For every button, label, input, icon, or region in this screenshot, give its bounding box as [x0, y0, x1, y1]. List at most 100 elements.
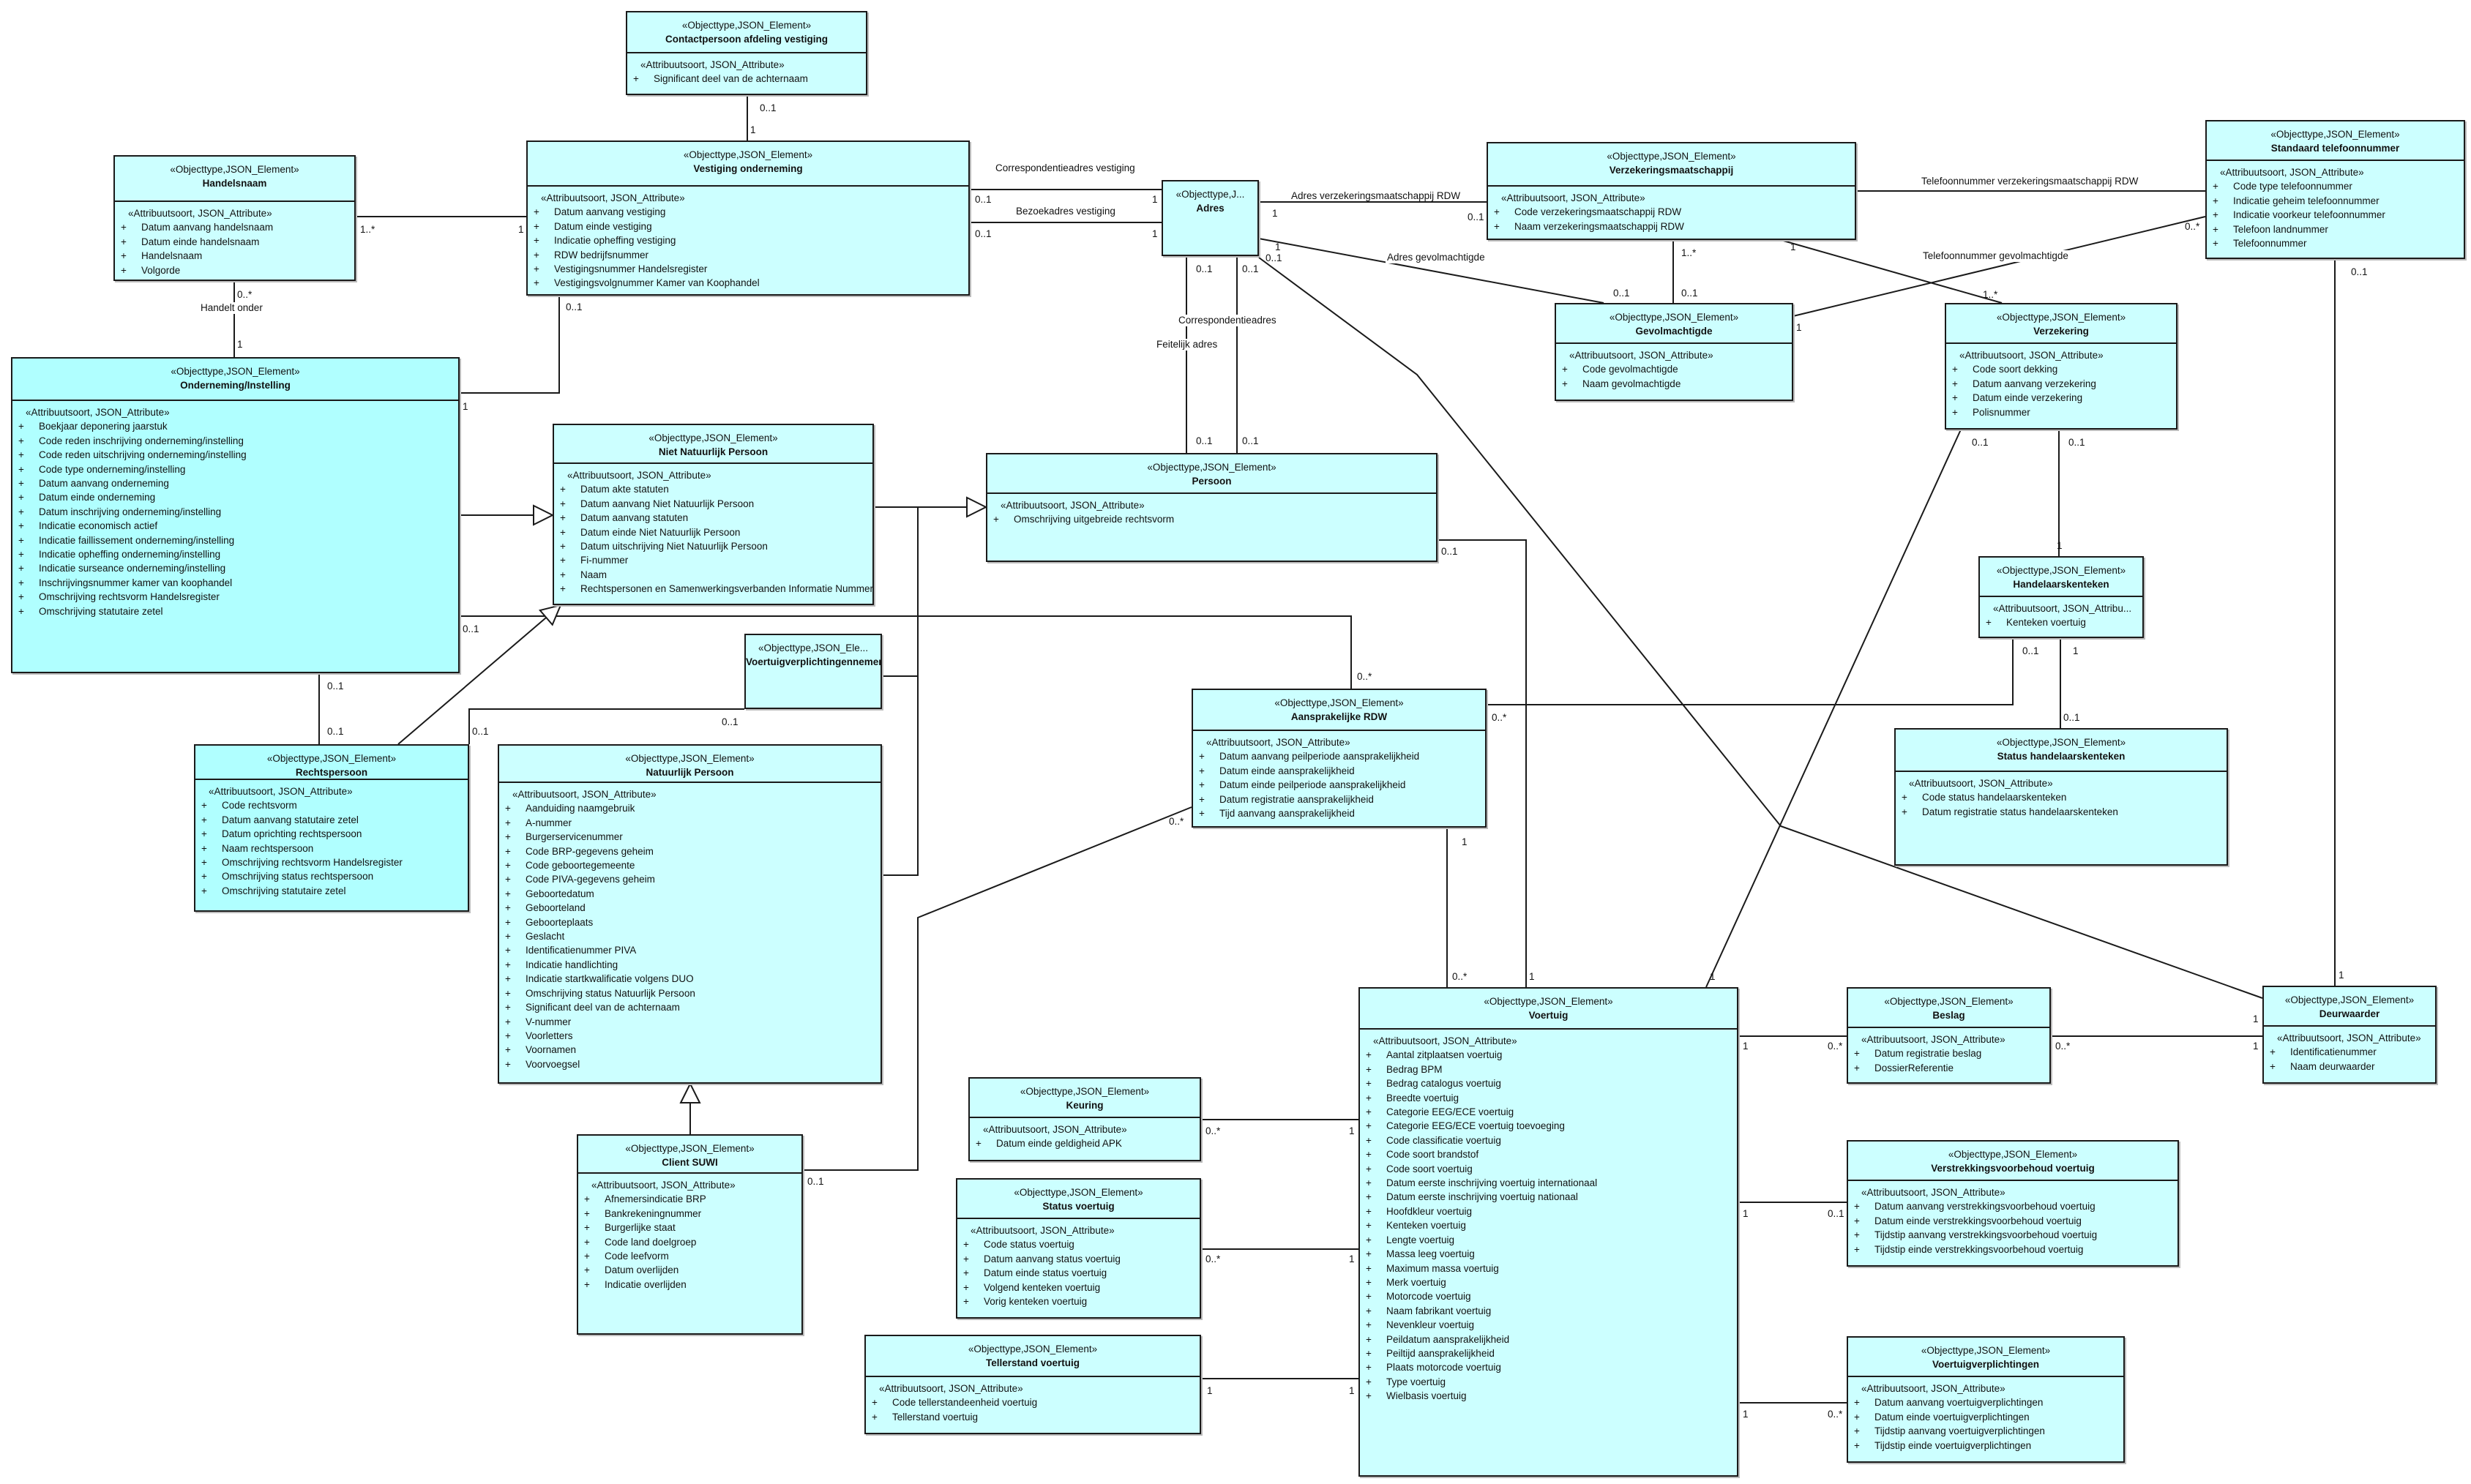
class-niet-natuurlijk-persoon[interactable]: «Objecttype,JSON_Element»Niet Natuurlijk… — [553, 424, 874, 605]
class-contactpersoon-afdeling-vestiging[interactable]: «Objecttype,JSON_Element»Contactpersoon … — [626, 11, 867, 95]
attribute-row[interactable]: +Bedrag catalogus voertuig — [1364, 1076, 1732, 1090]
attribute-row[interactable]: +Datum einde handelsnaam — [119, 235, 350, 249]
attribute-row[interactable]: +Datum aanvang Niet Natuurlijk Persoon — [558, 497, 868, 511]
attribute-row[interactable]: +Code type telefoonnummer — [2211, 179, 2459, 193]
class-natuurlijk-persoon[interactable]: «Objecttype,JSON_Element»Natuurlijk Pers… — [498, 744, 882, 1084]
attribute-row[interactable]: +Datum aanvang statutaire zetel — [200, 813, 463, 827]
class-voertuigverplichtingennemer[interactable]: «Objecttype,JSON_Ele...Voertuigverplicht… — [744, 634, 882, 709]
class-persoon[interactable]: «Objecttype,JSON_Element»Persoon«Attribu… — [986, 453, 1438, 562]
attribute-row[interactable]: +V-nummer — [504, 1015, 876, 1029]
association-line[interactable] — [1258, 238, 1604, 304]
attribute-row[interactable]: +Fi-nummer — [558, 553, 868, 567]
attribute-row[interactable]: +Volgend kenteken voertuig — [962, 1281, 1195, 1294]
attribute-row[interactable]: +Inschrijvingsnummer kamer van koophande… — [17, 576, 454, 590]
attribute-row[interactable]: +Naam rechtspersoon — [200, 842, 463, 855]
attribute-row[interactable]: +Code soort brandstof — [1364, 1147, 1732, 1161]
attribute-row[interactable]: +Datum overlijden — [583, 1263, 797, 1277]
attribute-row[interactable]: +Peiltijd aansprakelijkheid — [1364, 1346, 1732, 1360]
attribute-row[interactable]: +Tijdstip einde voertuigverplichtingen — [1853, 1439, 2119, 1453]
attribute-row[interactable]: +Datum inschrijving onderneming/instelli… — [17, 505, 454, 519]
attribute-row[interactable]: +Datum aanvang verzekering — [1951, 377, 2172, 391]
attribute-row[interactable]: +Indicatie overlijden — [583, 1278, 797, 1292]
attribute-row[interactable]: +Aantal zitplaatsen voertuig — [1364, 1048, 1732, 1062]
class-vestiging-onderneming[interactable]: «Objecttype,JSON_Element»Vestiging onder… — [526, 140, 970, 296]
attribute-row[interactable]: +Handelsnaam — [119, 249, 350, 263]
attribute-row[interactable]: +Indicatie opheffing onderneming/instell… — [17, 547, 454, 561]
class-deurwaarder[interactable]: «Objecttype,JSON_Element»Deurwaarder«Att… — [2262, 986, 2437, 1084]
attribute-row[interactable]: +Datum aanvang verstrekkingsvoorbehoud v… — [1853, 1199, 2173, 1213]
attribute-row[interactable]: +Vorig kenteken voertuig — [962, 1294, 1195, 1308]
attribute-row[interactable]: +Datum einde Niet Natuurlijk Persoon — [558, 525, 868, 539]
class-keuring[interactable]: «Objecttype,JSON_Element»Keuring«Attribu… — [968, 1077, 1201, 1161]
attribute-row[interactable]: +Type voertuig — [1364, 1375, 1732, 1389]
attribute-row[interactable]: +Aanduiding naamgebruik — [504, 801, 876, 815]
attribute-row[interactable]: +Datum einde peilperiode aansprakelijkhe… — [1197, 778, 1481, 792]
association-line[interactable] — [882, 507, 919, 876]
attribute-row[interactable]: +Indicatie surseance onderneming/instell… — [17, 561, 454, 575]
attribute-row[interactable]: +Omschrijving statutaire zetel — [17, 604, 454, 618]
attribute-row[interactable]: +Motorcode voertuig — [1364, 1289, 1732, 1303]
class-rechtspersoon[interactable]: «Objecttype,JSON_Element»Rechtspersoon«A… — [194, 744, 469, 912]
attribute-row[interactable]: +Code type onderneming/instelling — [17, 462, 454, 476]
attribute-row[interactable]: +Boekjaar deponering jaarstuk — [17, 419, 454, 433]
attribute-row[interactable]: +Datum uitschrijving Niet Natuurlijk Per… — [558, 539, 868, 553]
attribute-row[interactable]: +Afnemersindicatie BRP — [583, 1192, 797, 1206]
class-adres[interactable]: «Objecttype,J...Adres — [1162, 180, 1259, 256]
attribute-row[interactable]: +Code rechtsvorm — [200, 798, 463, 812]
class-voertuigverplichtingen[interactable]: «Objecttype,JSON_Element»Voertuigverplic… — [1847, 1336, 2125, 1463]
attribute-row[interactable]: +Code tellerstandeenheid voertuig — [870, 1395, 1195, 1409]
attribute-row[interactable]: +Maximum massa voertuig — [1364, 1262, 1732, 1275]
attribute-row[interactable]: +Datum einde verzekering — [1951, 391, 2172, 405]
association-line[interactable] — [803, 806, 1192, 1171]
attribute-row[interactable]: +Merk voertuig — [1364, 1275, 1732, 1289]
attribute-row[interactable]: +Datum aanvang handelsnaam — [119, 220, 350, 234]
attribute-row[interactable]: +Vestigingsnummer Handelsregister — [532, 262, 964, 276]
attribute-row[interactable]: +Datum registratie aansprakelijkheid — [1197, 792, 1481, 806]
attribute-row[interactable]: +Datum aanvang status voertuig — [962, 1252, 1195, 1266]
attribute-row[interactable]: +Tijdstip einde verstrekkingsvoorbehoud … — [1853, 1243, 2173, 1256]
attribute-row[interactable]: +Vestigingsvolgnummer Kamer van Koophand… — [532, 276, 964, 290]
class-verzekeringsmaatschappij[interactable]: «Objecttype,JSON_Element»Verzekeringsmaa… — [1487, 142, 1856, 240]
class-client-suwi[interactable]: «Objecttype,JSON_Element»Client SUWI«Att… — [577, 1134, 803, 1335]
attribute-row[interactable]: +Datum oprichting rechtspersoon — [200, 827, 463, 841]
attribute-row[interactable]: +Code leefvorm — [583, 1249, 797, 1263]
attribute-row[interactable]: +Voorvoegsel — [504, 1057, 876, 1071]
association-line[interactable] — [1705, 429, 1962, 988]
class-standaard-telefoonnummer[interactable]: «Objecttype,JSON_Element»Standaard telef… — [2205, 120, 2465, 259]
attribute-row[interactable]: +Geboorteland — [504, 901, 876, 915]
attribute-row[interactable]: +Hoofdkleur voertuig — [1364, 1204, 1732, 1218]
attribute-row[interactable]: +Kenteken voertuig — [1364, 1218, 1732, 1232]
attribute-row[interactable]: +Peildatum aansprakelijkheid — [1364, 1333, 1732, 1346]
association-line[interactable] — [1487, 638, 2014, 705]
class-gevolmachtigde[interactable]: «Objecttype,JSON_Element»Gevolmachtigde«… — [1555, 303, 1793, 401]
attribute-row[interactable]: +Code status handelaarskenteken — [1900, 790, 2222, 804]
attribute-row[interactable]: +Indicatie handlichting — [504, 958, 876, 972]
attribute-row[interactable]: +Datum eerste inschrijving voertuig inte… — [1364, 1176, 1732, 1190]
attribute-row[interactable]: +Datum akte statuten — [558, 482, 868, 496]
attribute-row[interactable]: +Omschrijving statutaire zetel — [200, 884, 463, 898]
attribute-row[interactable]: +Plaats motorcode voertuig — [1364, 1360, 1732, 1374]
attribute-row[interactable]: +Naam — [558, 568, 868, 582]
attribute-row[interactable]: +Burgerservicenummer — [504, 830, 876, 844]
attribute-row[interactable]: +Omschrijving rechtsvorm Handelsregister — [200, 855, 463, 869]
attribute-row[interactable]: +Code status voertuig — [962, 1237, 1195, 1251]
attribute-row[interactable]: +A-nummer — [504, 816, 876, 830]
attribute-row[interactable]: +Geboorteplaats — [504, 915, 876, 929]
attribute-row[interactable]: +Naam verzekeringsmaatschappij RDW — [1492, 220, 1850, 233]
attribute-row[interactable]: +Code PIVA-gegevens geheim — [504, 872, 876, 886]
attribute-row[interactable]: +Datum einde aansprakelijkheid — [1197, 764, 1481, 778]
attribute-row[interactable]: +Datum aanvang vestiging — [532, 205, 964, 219]
attribute-row[interactable]: +Telefoon landnummer — [2211, 222, 2459, 236]
attribute-row[interactable]: +Tijdstip aanvang voertuigverplichtingen — [1853, 1424, 2119, 1438]
attribute-row[interactable]: +Datum eerste inschrijving voertuig nati… — [1364, 1190, 1732, 1204]
class-onderneming-instelling[interactable]: «Objecttype,JSON_Element»Onderneming/Ins… — [11, 357, 460, 673]
attribute-row[interactable]: +RDW bedrijfsnummer — [532, 248, 964, 262]
attribute-row[interactable]: +Datum einde onderneming — [17, 490, 454, 504]
attribute-row[interactable]: +Datum aanvang peilperiode aansprakelijk… — [1197, 749, 1481, 763]
attribute-row[interactable]: +Identificatienummer — [2268, 1045, 2431, 1059]
class-verzekering[interactable]: «Objecttype,JSON_Element»Verzekering«Att… — [1945, 303, 2177, 430]
attribute-row[interactable]: +Code verzekeringsmaatschappij RDW — [1492, 205, 1850, 219]
attribute-row[interactable]: +Rechtspersonen en Samenwerkingsverbande… — [558, 582, 872, 596]
attribute-row[interactable]: +Voornamen — [504, 1043, 876, 1057]
attribute-row[interactable]: +Categorie EEG/ECE voertuig toevoeging — [1364, 1119, 1732, 1133]
